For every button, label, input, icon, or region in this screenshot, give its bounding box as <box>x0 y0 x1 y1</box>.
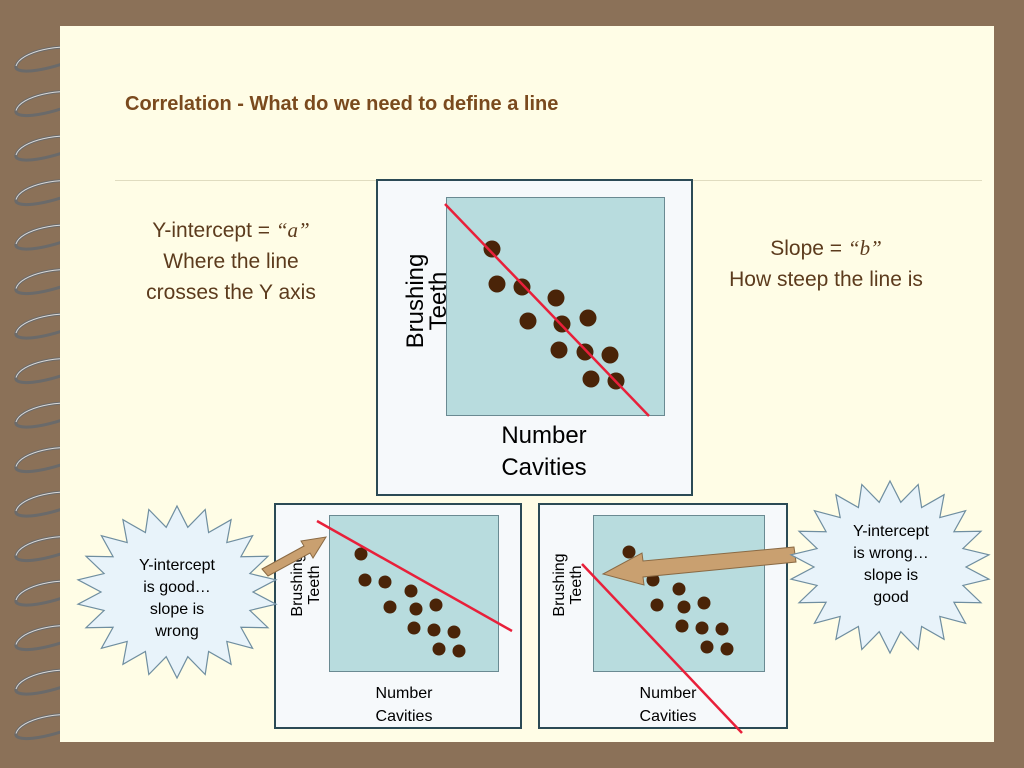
right-chart-plot-area <box>593 515 765 672</box>
slope-desc: How steep the line is <box>729 268 923 291</box>
main-chart-plot-area <box>446 197 665 416</box>
slope-symbol: “b” <box>847 236 882 260</box>
y-intercept-desc-1: Where the line <box>163 250 299 273</box>
y-intercept-symbol: “a” <box>275 218 310 242</box>
left-chart-plot-area <box>329 515 499 672</box>
y-intercept-desc-2: crosses the Y axis <box>146 281 316 304</box>
slide-title: Correlation - What do we need to define … <box>125 93 559 115</box>
y-intercept-label: Y-intercept = <box>152 219 276 242</box>
slope-label: Slope = <box>770 237 848 260</box>
slope-note: Slope = “b” How steep the line is <box>700 233 952 295</box>
y-intercept-note: Y-intercept = “a” Where the line crosses… <box>120 215 342 308</box>
